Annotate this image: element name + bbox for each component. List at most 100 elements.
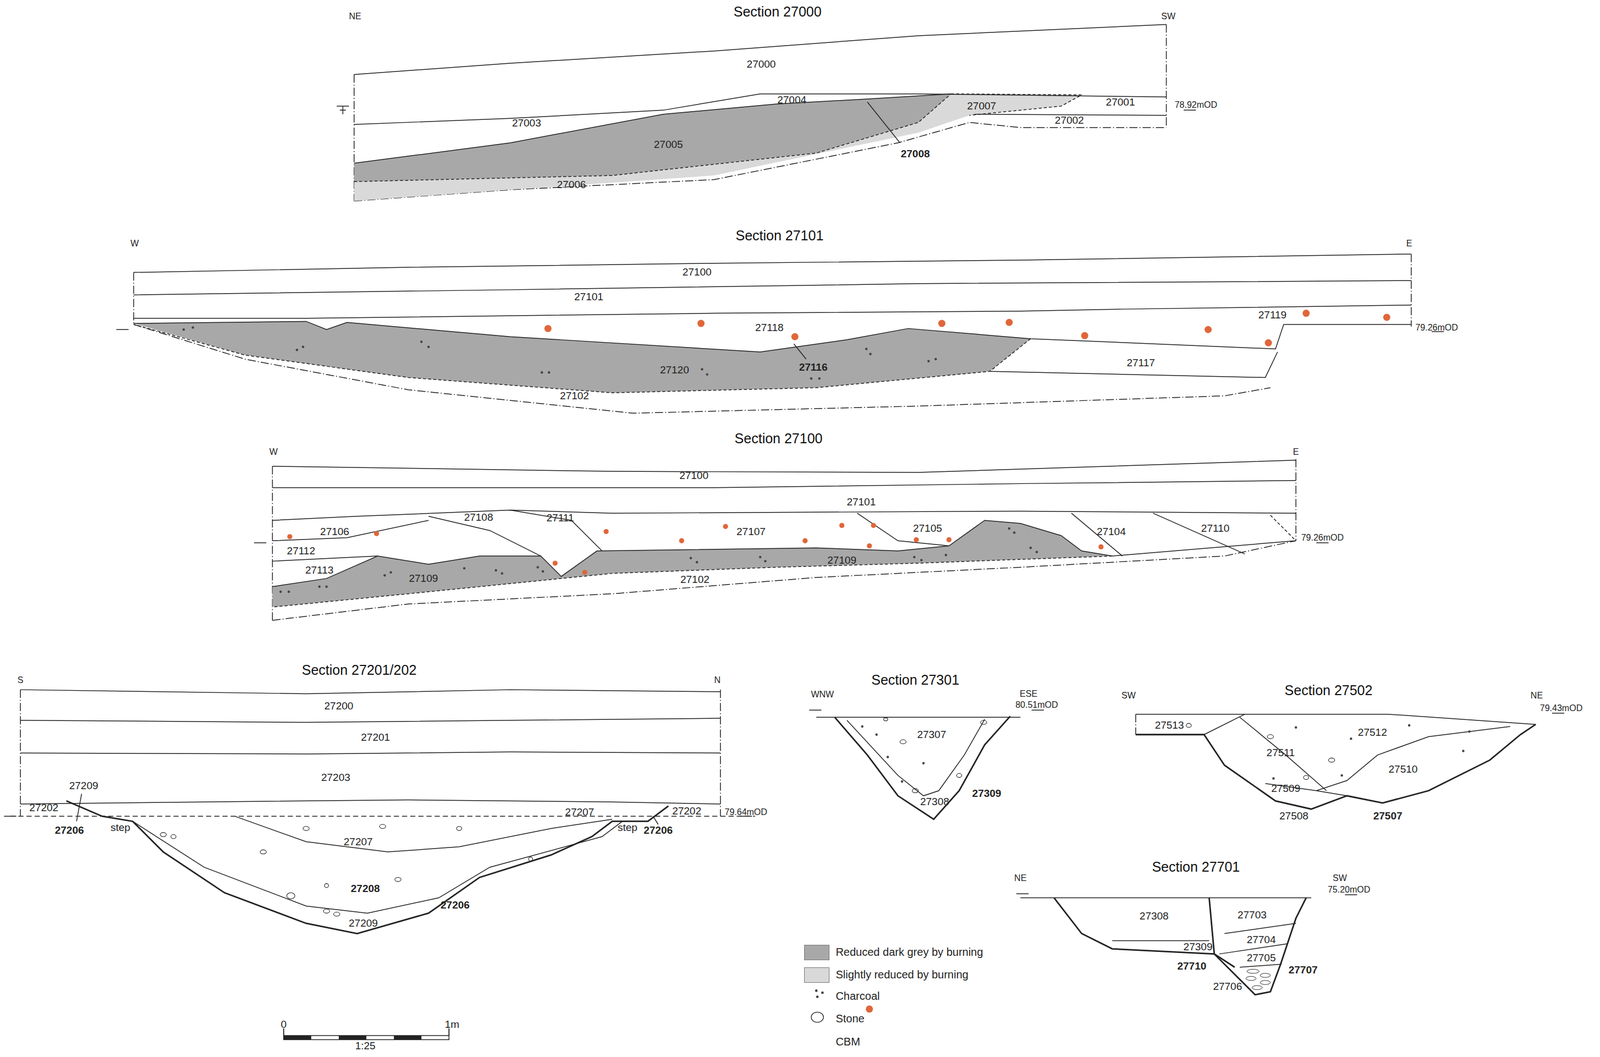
context-number: 27004 — [777, 94, 807, 106]
context-number: 27007 — [966, 100, 997, 112]
context-number: 27100 — [682, 266, 712, 279]
context-number: step — [617, 821, 638, 834]
context-number: 27308 — [1139, 910, 1169, 923]
context-number: 75.20mOD — [1327, 884, 1371, 895]
context-number: 27513 — [1155, 719, 1185, 732]
cut-number: 27710 — [1177, 960, 1207, 972]
context-number: 27120 — [660, 364, 690, 377]
context-number: 79.43mOD — [1540, 703, 1583, 714]
context-number: 27000 — [746, 58, 777, 70]
context-number: 1:25 — [355, 1040, 376, 1052]
context-number: 27703 — [1237, 909, 1267, 922]
context-number: 27309 — [1183, 941, 1213, 953]
context-number: 27202 — [672, 805, 702, 817]
context-number: 27105 — [913, 523, 943, 535]
section-title: Section 27502 — [1284, 683, 1373, 699]
legend-text: CBM — [835, 1035, 860, 1048]
cut-number: 27008 — [900, 148, 931, 161]
context-number: 27509 — [1271, 783, 1301, 795]
context-number: 27111 — [546, 512, 575, 525]
context-number: 27704 — [1246, 933, 1277, 946]
context-number: 27002 — [1054, 114, 1085, 126]
context-number: 27113 — [305, 564, 334, 577]
context-number: 27101 — [574, 290, 604, 303]
context-number: 79.26mOD — [1415, 322, 1458, 333]
context-number: SW — [1121, 690, 1136, 701]
legend-text: Reduced dark grey by burning — [835, 946, 983, 959]
context-number: 27109 — [408, 572, 438, 585]
context-number: 27001 — [1106, 96, 1136, 108]
section-title: Section 27101 — [735, 228, 824, 244]
cut-number: 27206 — [643, 825, 673, 837]
section-title: Section 27000 — [733, 4, 822, 21]
cut-number: 27116 — [799, 361, 828, 373]
cut-number: 27707 — [1288, 964, 1318, 977]
context-number: 1m — [444, 1018, 460, 1031]
section-title: Section 27201/202 — [301, 662, 417, 679]
context-number: E — [1293, 447, 1300, 458]
context-number: E — [1406, 239, 1413, 250]
context-number: S — [17, 675, 24, 686]
context-number: 27207 — [564, 806, 595, 818]
context-number: 27706 — [1212, 981, 1242, 993]
context-number: 27117 — [1126, 357, 1155, 370]
context-number: 27106 — [320, 525, 350, 538]
context-number: 78.92mOD — [1174, 100, 1218, 111]
context-number: 27119 — [1258, 309, 1287, 322]
cut-number: 27309 — [972, 788, 1002, 800]
legend-text: Slightly reduced by burning — [835, 968, 969, 981]
context-number: NE — [348, 11, 361, 22]
cut-number: 27507 — [1373, 810, 1403, 823]
context-number: 27109 — [827, 554, 857, 566]
context-number: 27203 — [321, 771, 351, 784]
legend-text: Stone — [835, 1012, 865, 1025]
context-number: NE — [1014, 873, 1027, 884]
context-number: step — [110, 821, 131, 834]
context-number: 27101 — [846, 496, 876, 508]
context-number: 27209 — [348, 917, 378, 930]
context-number: 79.26mOD — [1301, 532, 1344, 543]
context-number: 27112 — [287, 545, 316, 557]
context-number: 27102 — [559, 389, 590, 402]
section-title: Section 27701 — [1151, 859, 1240, 876]
context-number: NE — [1530, 690, 1543, 701]
context-number: 27107 — [736, 525, 766, 538]
context-number: W — [130, 239, 139, 250]
context-number: 27207 — [343, 836, 373, 848]
context-number: 27006 — [557, 178, 587, 191]
section-title: Section 27100 — [734, 431, 823, 447]
context-number: 27003 — [512, 117, 542, 130]
context-number: 27512 — [1357, 727, 1388, 739]
context-number: W — [269, 447, 278, 458]
context-number: 27118 — [755, 321, 784, 334]
section-title: Section 27301 — [871, 673, 960, 689]
context-number: 27705 — [1246, 952, 1277, 965]
cut-number: 27206 — [55, 825, 85, 837]
context-number: 27508 — [1279, 810, 1309, 823]
context-number: 27510 — [1388, 763, 1418, 775]
context-number: 79.64mOD — [724, 807, 767, 818]
context-number: 27104 — [1096, 525, 1126, 538]
context-number: 27005 — [653, 139, 684, 151]
context-number: 27200 — [324, 700, 354, 712]
legend-swatch — [804, 967, 830, 983]
context-number: 27511 — [1266, 747, 1295, 760]
legend-swatch — [804, 944, 830, 961]
context-number: SW — [1332, 873, 1347, 884]
context-number: 27102 — [680, 573, 710, 586]
context-number: 27307 — [916, 728, 947, 741]
context-number: 27209 — [69, 779, 99, 792]
context-number: N — [713, 675, 721, 686]
context-number: 0 — [280, 1018, 287, 1031]
context-number: 27202 — [29, 802, 59, 815]
legend-text: Charcoal — [835, 990, 880, 1003]
context-number: 27110 — [1201, 523, 1230, 535]
context-number: 27108 — [464, 511, 494, 524]
context-number: ESE — [1019, 689, 1038, 700]
cut-number: 27206 — [440, 899, 470, 911]
context-number: 27308 — [920, 796, 950, 808]
cut-number: 27208 — [350, 882, 381, 895]
context-number: 80.51mOD — [1015, 700, 1058, 711]
